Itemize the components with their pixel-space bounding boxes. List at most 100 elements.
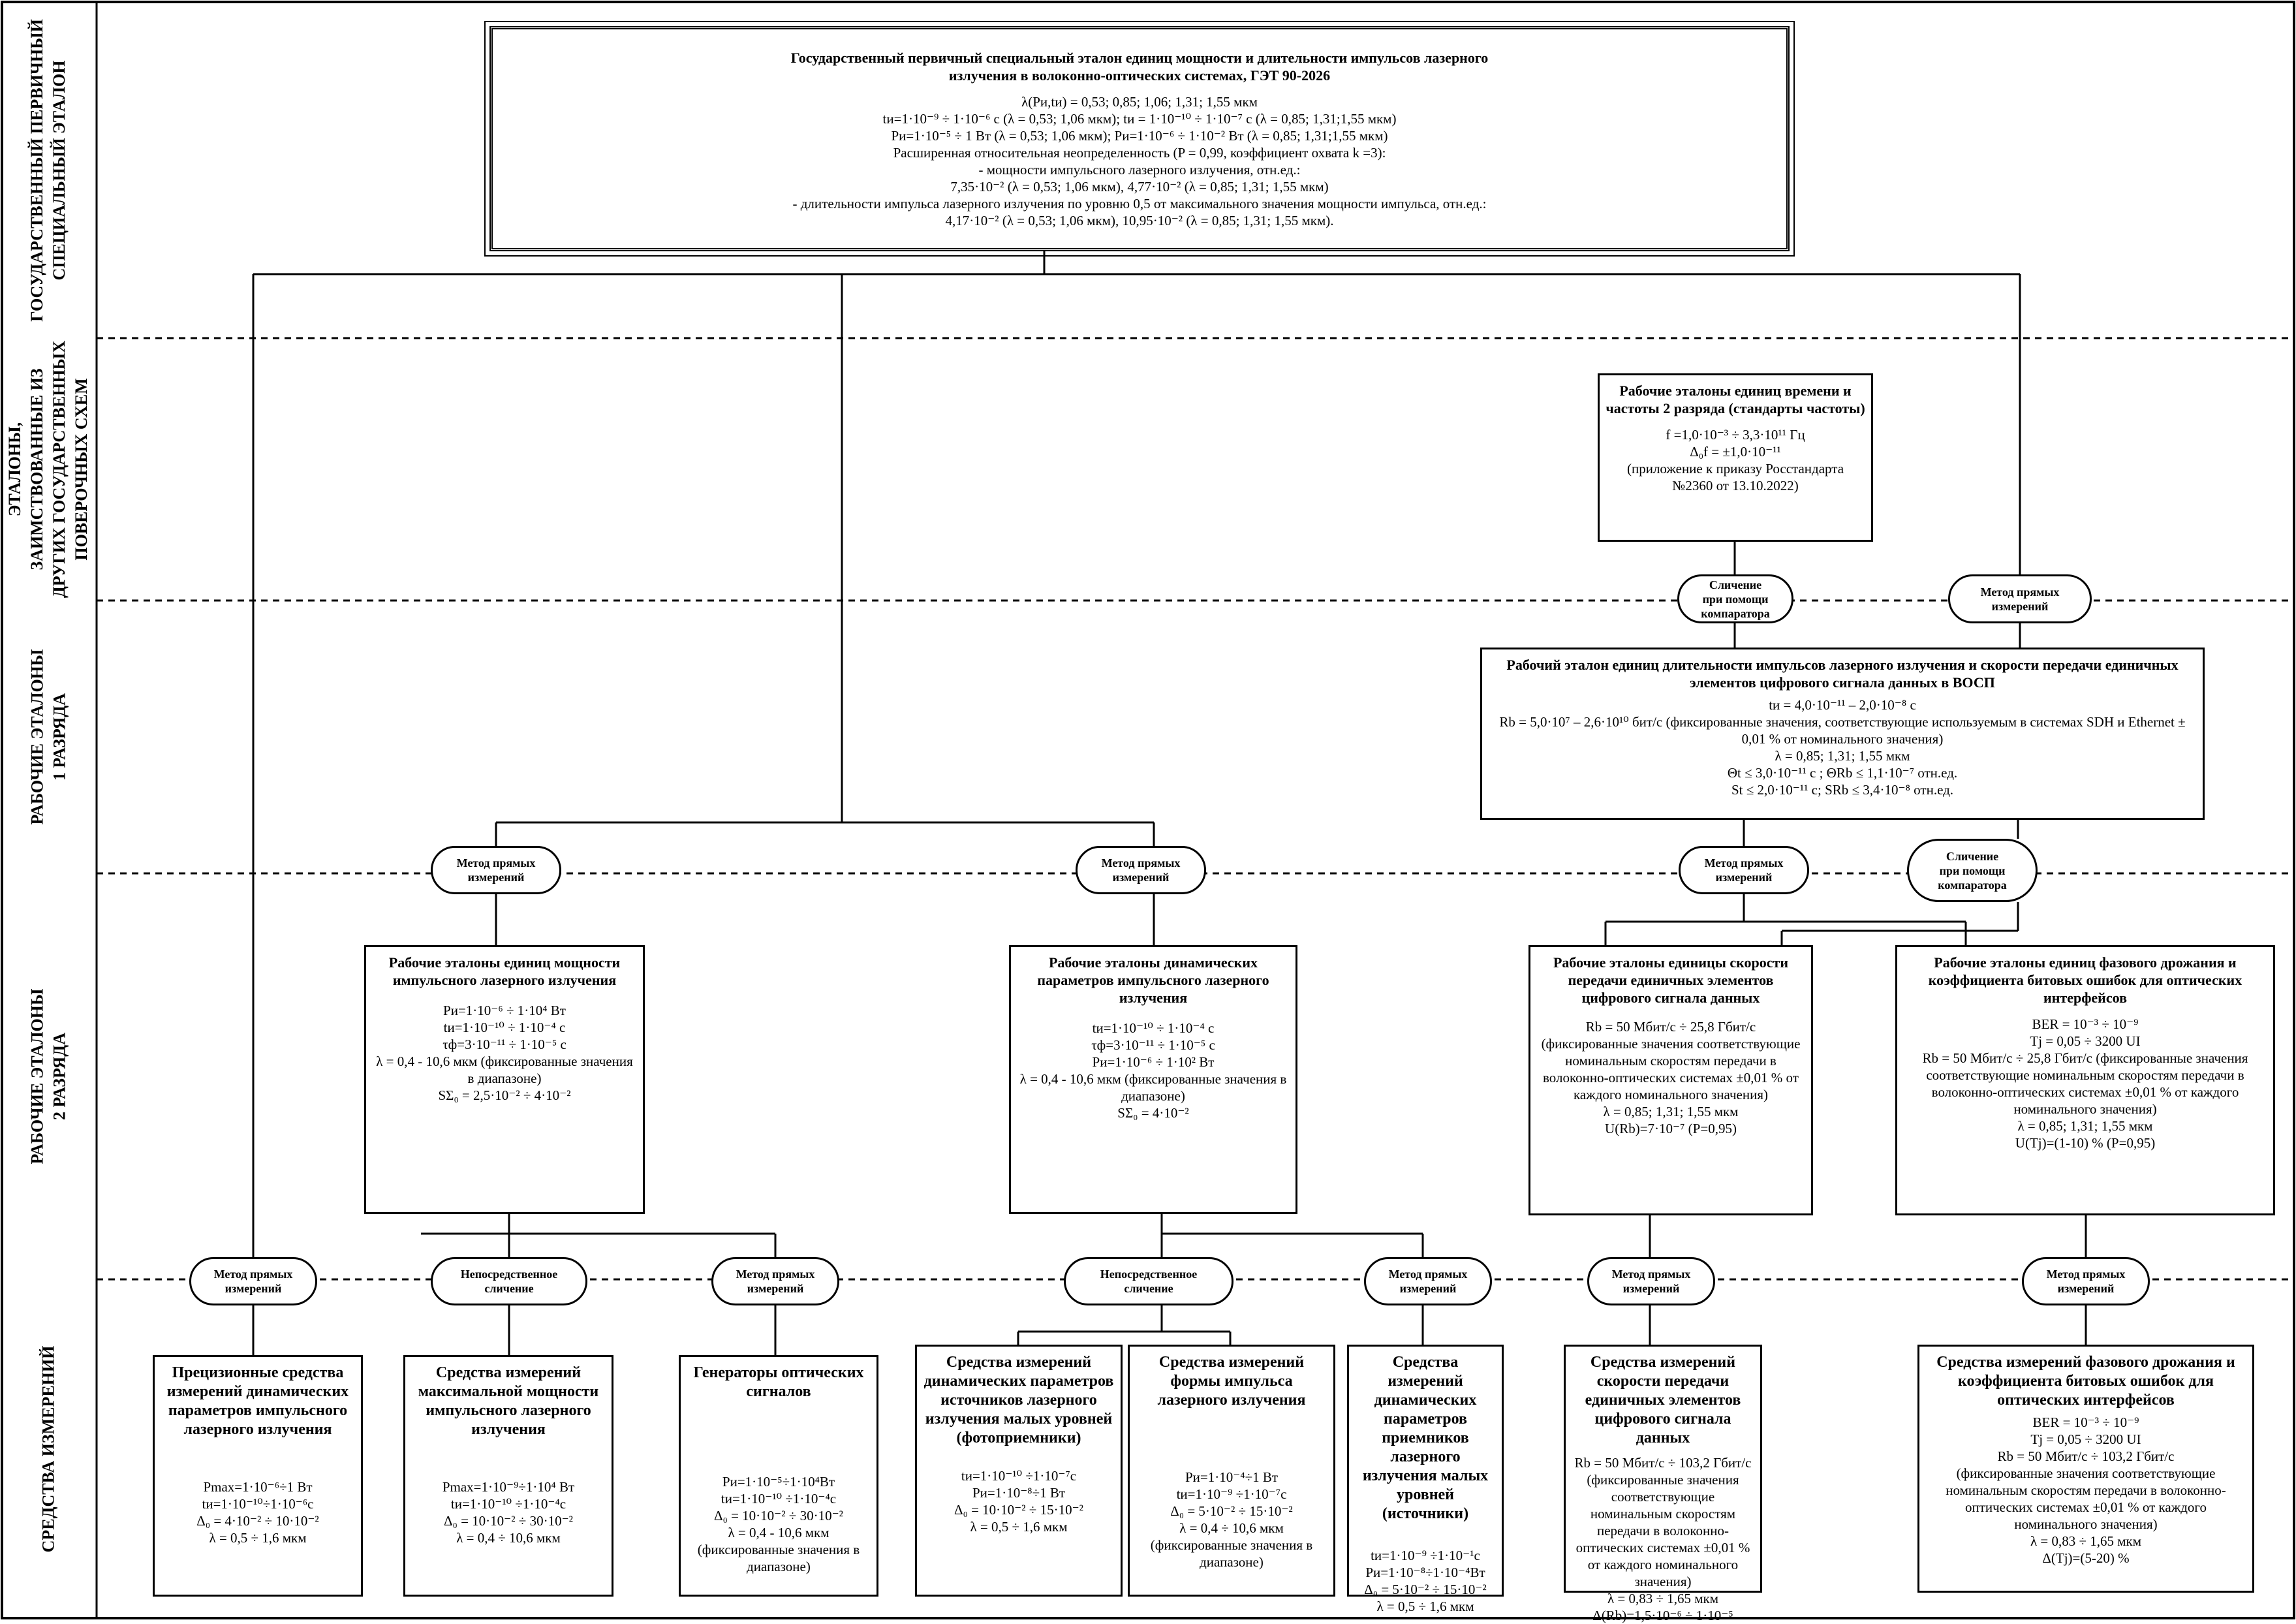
param-line: Pи=1·10⁻⁶ ÷ 1·10² Вт [1092,1054,1215,1070]
param-line: λ = 0,4 - 10,6 мкм [728,1525,830,1540]
row-label-text: ЭТАЛОНЫ, ЗАИМСТВОВАННЫЕ ИЗ ДРУГИХ ГОСУДА… [5,341,91,598]
instrument-box-receivers-sources: Средства измерений динамических параметр… [1347,1345,1504,1614]
box-title: Средства измерений фазового дрожания и к… [1936,1354,2235,1409]
param-line: λ = 0,85; 1,31; 1,55 мкм [1775,748,1910,764]
instrument-box-bitrate: Средства измерений скорости передачи еди… [1564,1345,1762,1623]
instrument-box-max-power: Средства измерений максимальной мощности… [403,1355,613,1597]
param-line: λ = 0,5 ÷ 1,6 мкм [209,1530,307,1546]
row-label-working1: РАБОЧИЕ ЭТАЛОНЫ 1 РАЗРЯДА [0,601,97,873]
param-line: Расширенная относительная неопределеннос… [893,145,1386,161]
box-title: Рабочие эталоны динамических параметров … [1037,954,1269,1006]
param-line: λ = 0,85; 1,31; 1,55 мкм [1603,1104,1739,1119]
box-params: Pи=1·10⁻⁶ ÷ 1·10⁴ Вт tи=1·10⁻¹⁰ ÷ 1·10⁻⁴… [371,1002,638,1104]
box-params: Rb = 50 Мбит/с ÷ 25,8 Гбит/с (фиксирован… [1536,1018,1806,1137]
box-title: Средства измерений максимальной мощности… [418,1364,599,1438]
box-params: BER = 10⁻³ ÷ 10⁻⁹ Tj = 0,05 ÷ 3200 UI Rb… [1902,1016,2268,1151]
param-line: λ = 0,5 ÷ 1,6 мкм [970,1519,1068,1535]
row-label-state-standard: ГОСУДАРСТВЕННЫЙ ПЕРВИЧНЫЙ СПЕЦИАЛЬНЫЙ ЭТ… [0,2,97,338]
param-line: Rb = 50 Мбит/с ÷ 25,8 Гбит/с [1585,1019,1756,1035]
box-params: Pmax=1·10⁻⁹÷1·10⁴ Вт tи=1·10⁻¹⁰ ÷1·10⁻⁴с… [411,1478,606,1546]
box-params: tи=1·10⁻⁹ ÷1·10⁻¹с Pи=1·10⁻⁸÷1·10⁻⁴Вт Δ₀… [1354,1547,1497,1615]
method-label: Метод прямых измерений [1611,1268,1691,1295]
working2-box-dynamic-params: Рабочие эталоны динамических параметров … [1009,945,1297,1214]
param-line: BER = 10⁻³ ÷ 10⁻⁹ [2032,1016,2139,1032]
frequency-standard-title: Рабочие эталоны единиц времени и частоты… [1606,383,1865,416]
instrument-box-signal-generators: Генераторы оптических сигналов Pи=1·10⁻⁵… [679,1355,878,1597]
param-line: Δ₀ = 10·10⁻² ÷ 30·10⁻² [444,1513,573,1529]
method-label: Непосредственное сличение [460,1268,558,1295]
working1-title: Рабочий эталон единиц длительности импул… [1506,657,2179,691]
param-line: (фиксированные значения в диапазоне) [697,1542,860,1574]
param-line: f =1,0·10⁻³ ÷ 3,3·10¹¹ Гц [1666,427,1805,443]
state-standard-title: Государственный первичный специальный эт… [790,50,1489,84]
param-line: tи=1·10⁻¹⁰ ÷1·10⁻⁴с [721,1491,837,1507]
box-title: Средства измерений скорости передачи еди… [1585,1354,1741,1446]
param-line: Rb = 50 Мбит/с ÷ 103,2 Гбит/с [1997,1448,2175,1464]
instrument-box-precision-dynamic: Прецизионные средства измерений динамиче… [153,1355,363,1597]
param-line: tи=1·10⁻⁹ ÷ 1·10⁻⁶ с (λ = 0,53; 1,06 мкм… [882,111,1397,127]
method-direct-l1-right: Метод прямых измерений [1679,846,1809,894]
method-direct-l2-1: Метод прямых измерений [189,1257,317,1305]
box-title: Средства измерений формы импульса лазерн… [1157,1354,1306,1409]
box-title: Прецизионные средства измерений динамиче… [166,1364,349,1438]
param-line: λ(Pи,tи) = 0,53; 0,85; 1,06; 1,31; 1,55 … [1021,94,1258,110]
method-immediate-l2-2: Непосредственное сличение [1064,1257,1233,1305]
param-line: Pи=1·10⁻⁸÷1 Вт [972,1485,1066,1501]
row-label-text: ГОСУДАРСТВЕННЫЙ ПЕРВИЧНЫЙ СПЕЦИАЛЬНЫЙ ЭТ… [27,18,69,322]
param-line: Pи=1·10⁻⁴÷1 Вт [1185,1469,1279,1485]
param-line: λ = 0,4 - 10,6 мкм (фиксированные значен… [1019,1071,1287,1104]
method-label: Метод прямых измерений [456,856,536,884]
method-comparator-l1: Сличение при помощи компаратора [1907,839,2038,902]
method-label: Метод прямых измерений [1388,1268,1468,1295]
param-line: Tj = 0,05 ÷ 3200 UI [2030,1033,2141,1049]
method-label: Метод прямых измерений [1980,585,2060,613]
param-line: 4,17·10⁻² (λ = 0,53; 1,06 мкм), 10,95·10… [945,213,1334,228]
param-line: (фиксированные значения соответствующие … [1541,1036,1801,1102]
param-line: Pmax=1·10⁻⁹÷1·10⁴ Вт [442,1479,575,1495]
instrument-box-jitter-ber: Средства измерений фазового дрожания и к… [1917,1345,2254,1593]
param-line: tи=1·10⁻¹⁰÷1·10⁻⁶с [202,1496,314,1512]
method-label: Метод прямых измерений [1704,856,1784,884]
box-title: Генераторы оптических сигналов [693,1364,864,1400]
param-line: λ = 0,5 ÷ 1,6 мкм [1376,1599,1474,1614]
param-line: λ = 0,4 ÷ 10,6 мкм [456,1530,561,1546]
param-line: Δ(Tj)=(5-20) % [2042,1550,2130,1566]
param-line: 7,35·10⁻² (λ = 0,53; 1,06 мкм), 4,77·10⁻… [950,179,1329,195]
box-params: Rb = 50 Мбит/с ÷ 103,2 Гбит/с (фиксирова… [1571,1454,1755,1624]
param-line: U(Rb)=7·10⁻⁷ (P=0,95) [1605,1121,1737,1136]
param-line: Δ₀ = 5·10⁻² ÷ 15·10⁻² [1170,1503,1293,1519]
param-line: Δ₀ = 10·10⁻² ÷ 30·10⁻² [714,1508,843,1523]
method-label: Метод прямых измерений [213,1268,293,1295]
param-line: (фиксированные значения соответствующие … [1575,1472,1750,1589]
frequency-standard-box: Рабочие эталоны единиц времени и частоты… [1598,373,1873,542]
box-title: Рабочие эталоны единиц фазового дрожания… [1928,954,2242,1006]
frequency-standard-params: f =1,0·10⁻³ ÷ 3,3·10¹¹ Гц Δ₀f = ±1,0·10⁻… [1605,426,1866,494]
param-line: Θt ≤ 3,0·10⁻¹¹ с ; ΘRb ≤ 1,1·10⁻⁷ отн.ед… [1727,765,1958,781]
param-line: - длительности импульса лазерного излуче… [792,196,1487,211]
row-label-text: РАБОЧИЕ ЭТАЛОНЫ 2 РАЗРЯДА [27,988,69,1164]
param-line: - мощности импульсного лазерного излучен… [978,162,1301,178]
method-direct-l2-2: Метод прямых измерений [711,1257,839,1305]
param-line: (фиксированные значения соответствующие … [1946,1465,2226,1532]
param-line: λ = 0,4 ÷ 10,6 мкм [1179,1520,1284,1536]
param-line: τф=3·10⁻¹¹ ÷ 1·10⁻⁵ с [442,1037,566,1052]
param-line: (приложение к приказу Росстандарта [1626,461,1844,476]
working2-box-bitrate: Рабочие эталоны единицы скорости передач… [1528,945,1813,1215]
param-line: tи = 4,0·10⁻¹¹ – 2,0·10⁻⁸ с [1769,697,1916,713]
method-immediate-l2-1: Непосредственное сличение [431,1257,587,1305]
param-line: tи=1·10⁻¹⁰ ÷1·10⁻⁴с [450,1496,566,1512]
state-standard-params: λ(Pи,tи) = 0,53; 0,85; 1,06; 1,31; 1,55 … [498,93,1781,229]
box-params: tи=1·10⁻¹⁰ ÷1·10⁻⁷с Pи=1·10⁻⁸÷1 Вт Δ₀ = … [922,1467,1115,1535]
method-direct-l1-left: Метод прямых измерений [431,846,561,894]
param-line: Pи=1·10⁻⁸÷1·10⁻⁴Вт [1365,1565,1485,1580]
param-line: tи=1·10⁻⁹ ÷1·10⁻¹с [1371,1548,1480,1563]
param-line: λ = 0,83 ÷ 1,65 мкм [1607,1591,1719,1606]
param-line: Pи=1·10⁻⁵ ÷ 1 Вт (λ = 0,53; 1,06 мкм); P… [891,128,1388,144]
param-line: Rb = 50 Мбит/с ÷ 103,2 Гбит/с [1574,1455,1752,1471]
instrument-box-photoreceivers: Средства измерений динамических параметр… [915,1345,1123,1597]
working1-standard-box: Рабочий эталон единиц длительности импул… [1480,648,2205,820]
param-line: τф=3·10⁻¹¹ ÷ 1·10⁻⁵ с [1091,1037,1215,1053]
param-line: Pmax=1·10⁻⁶÷1 Вт [203,1479,313,1495]
param-line: SΣ₀ = 2,5·10⁻² ÷ 4·10⁻² [438,1087,571,1103]
row-label-borrowed: ЭТАЛОНЫ, ЗАИМСТВОВАННЫЕ ИЗ ДРУГИХ ГОСУДА… [0,338,97,601]
